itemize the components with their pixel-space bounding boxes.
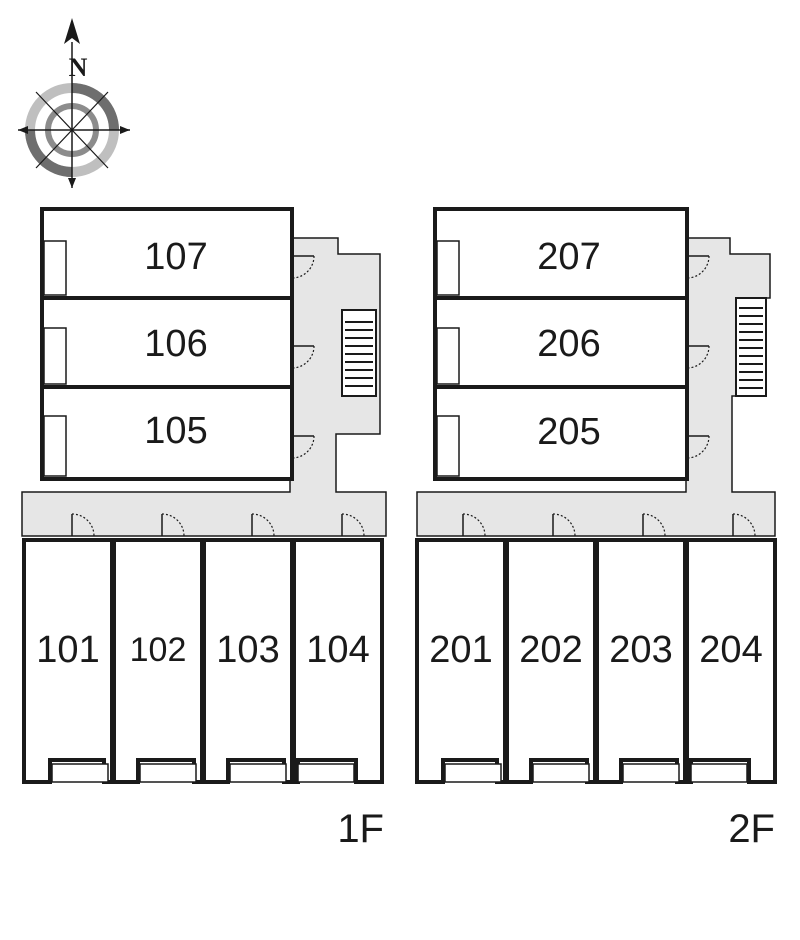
- north-label: N: [69, 53, 88, 82]
- unit-103: 103: [202, 538, 294, 784]
- unit-label: 206: [537, 323, 600, 365]
- unit-label: 105: [144, 410, 207, 452]
- unit-207: 207: [433, 207, 689, 300]
- unit-204: 204: [685, 538, 777, 784]
- unit-label: 102: [130, 631, 187, 669]
- unit-label: 205: [537, 411, 600, 453]
- unit-107: 107: [40, 207, 294, 300]
- unit-label: 106: [144, 323, 207, 365]
- floor-label-2f: 2F: [728, 807, 775, 851]
- unit-201: 201: [415, 538, 507, 784]
- unit-label: 201: [429, 629, 492, 671]
- unit-label: 107: [144, 236, 207, 278]
- floor-label-1f: 1F: [337, 807, 384, 851]
- unit-label: 101: [36, 629, 99, 671]
- unit-205: 205: [433, 385, 689, 481]
- corridor-2f: [416, 237, 776, 537]
- unit-203: 203: [595, 538, 687, 784]
- floor-1f: 107 106 105 101 102: [21, 207, 387, 851]
- unit-105: 105: [40, 385, 294, 481]
- unit-102: 102: [112, 538, 204, 784]
- door-icon: [462, 513, 756, 537]
- unit-label: 103: [216, 629, 279, 671]
- unit-101: 101: [22, 538, 114, 784]
- corridor-1f: [21, 237, 387, 537]
- door-icon: [686, 255, 710, 459]
- unit-106: 106: [40, 296, 294, 389]
- unit-label: 202: [519, 629, 582, 671]
- floor-2f: 207 206 205 201 202: [415, 207, 777, 851]
- unit-202: 202: [505, 538, 597, 784]
- unit-label: 203: [609, 629, 672, 671]
- compass-rose-icon: N: [18, 18, 130, 188]
- unit-206: 206: [433, 296, 689, 389]
- unit-104: 104: [292, 538, 384, 784]
- unit-label: 207: [537, 236, 600, 278]
- door-icon: [291, 255, 315, 459]
- door-icon: [71, 513, 365, 537]
- unit-label: 104: [306, 629, 369, 671]
- unit-label: 204: [699, 629, 762, 671]
